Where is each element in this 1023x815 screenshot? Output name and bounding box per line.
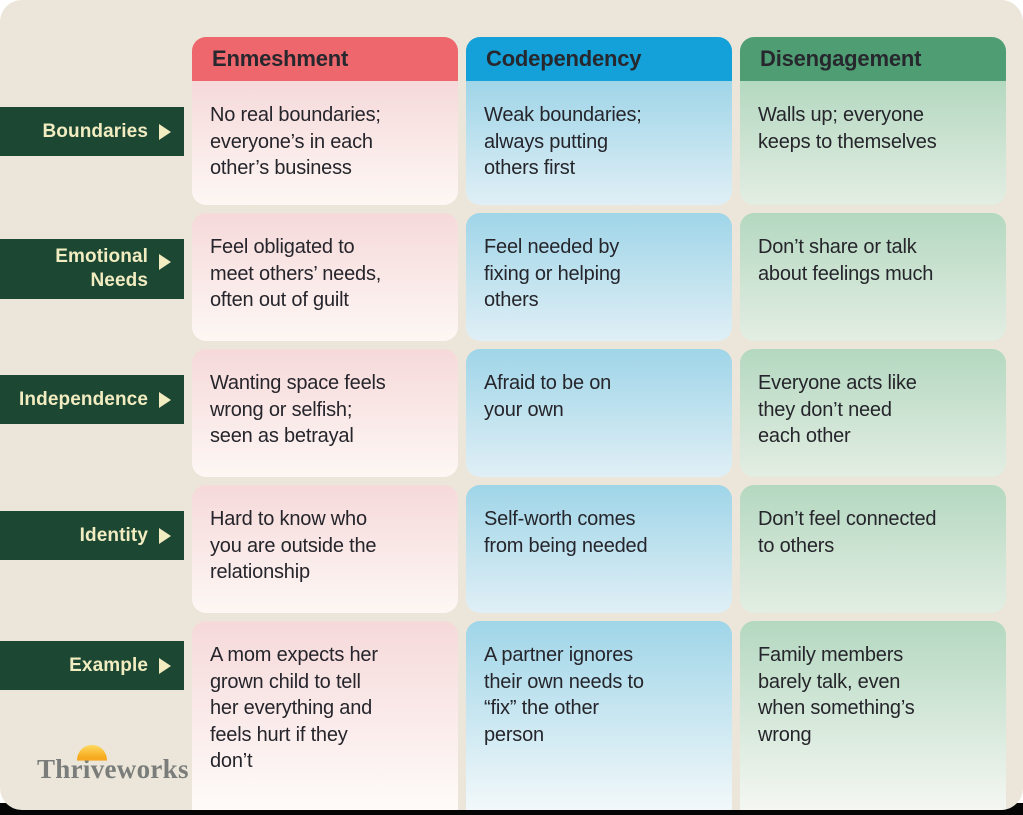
- sun-icon: [77, 745, 107, 760]
- table-cell: A partner ignores their own needs to “fi…: [466, 621, 732, 810]
- arrow-right-icon: [159, 527, 171, 544]
- row-label-wrap: Independence: [0, 349, 184, 477]
- table-cell: Weak boundaries; always putting others f…: [466, 81, 732, 205]
- row-label-text: Independence: [19, 388, 148, 410]
- table-cell: No real boundaries; everyone’s in each o…: [192, 81, 458, 205]
- arrow-right-icon: [159, 391, 171, 408]
- table-cell: Afraid to be on your own: [466, 349, 732, 477]
- arrow-right-icon: [159, 254, 171, 270]
- row-label-wrap: Emotional Needs: [0, 213, 184, 341]
- row-label-text: Identity: [79, 524, 148, 546]
- table-cell: Everyone acts like they don’t need each …: [740, 349, 1006, 477]
- column-header-text: Enmeshment: [212, 46, 349, 71]
- table-cell: Don’t feel connected to others: [740, 485, 1006, 613]
- comparison-table: Boundaries Enmeshment No real boundaries; …: [0, 37, 1006, 810]
- arrow-right-icon: [159, 123, 171, 140]
- row-label-text: Boundaries: [42, 120, 148, 142]
- row-label-wrap: Boundaries: [0, 37, 184, 205]
- table-cell: Walls up; everyone keeps to themselves: [740, 81, 1006, 205]
- column-header-text: Disengagement: [760, 46, 922, 71]
- table-cell: A mom expects her grown child to tell he…: [192, 621, 458, 810]
- row-label-wrap: Identity: [0, 485, 184, 613]
- row-label-example: Example: [0, 641, 184, 690]
- table-cell: Wanting space feels wrong or selfish; se…: [192, 349, 458, 477]
- table-cell: Family members barely talk, even when so…: [740, 621, 1006, 810]
- row-label-boundaries: Boundaries: [0, 107, 184, 156]
- row-label-wrap: Example: [0, 621, 184, 810]
- column-header-disengagement: Disengagement: [740, 37, 1006, 81]
- row-label-text: Example: [69, 654, 148, 676]
- row-label-independence: Independence: [0, 375, 184, 424]
- row-label-identity: Identity: [0, 511, 184, 560]
- logo-text: Thriveworks: [37, 754, 189, 784]
- thriveworks-logo: Thriveworks: [37, 745, 189, 785]
- table-cell: Hard to know who you are outside the rel…: [192, 485, 458, 613]
- table-cell: Feel obligated to meet others’ needs, of…: [192, 213, 458, 341]
- table-cell: Self-worth comes from being needed: [466, 485, 732, 613]
- row-label-emotional: Emotional Needs: [0, 239, 184, 299]
- arrow-right-icon: [159, 657, 171, 674]
- column-header-codependency: Codependency: [466, 37, 732, 81]
- column-header-enmeshment: Enmeshment: [192, 37, 458, 81]
- column-enmeshment: Enmeshment No real boundaries; everyone’s…: [192, 37, 458, 205]
- column-header-text: Codependency: [486, 46, 642, 71]
- table-cell: Don’t share or talk about feelings much: [740, 213, 1006, 341]
- table-cell: Feel needed by fixing or helping others: [466, 213, 732, 341]
- row-label-text: Emotional Needs: [55, 246, 148, 291]
